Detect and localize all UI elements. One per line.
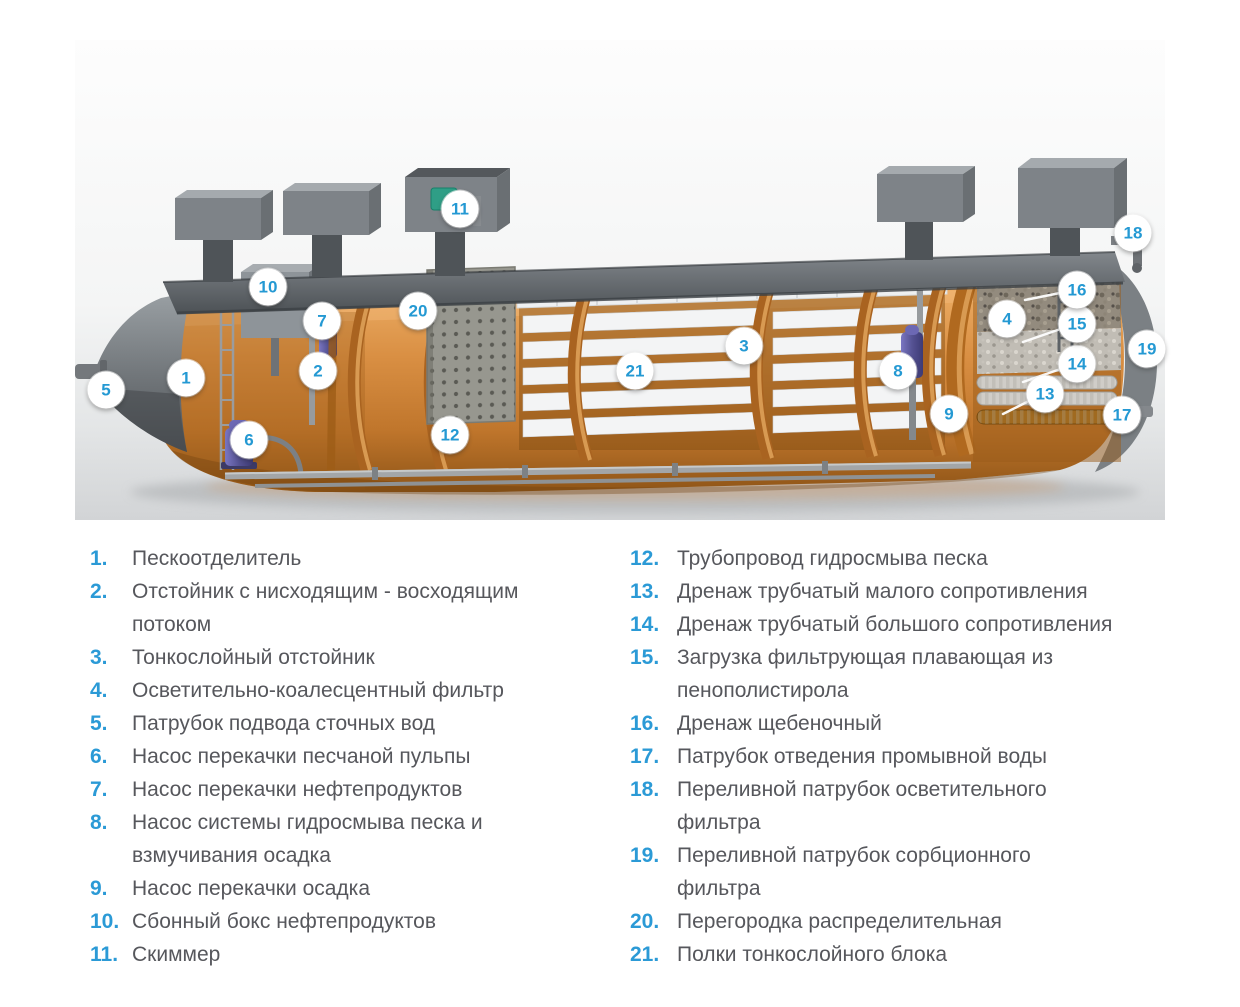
callout-4: 4: [988, 300, 1026, 338]
legend-text: Насос перекачки осадка: [132, 877, 371, 900]
callout-7: 7: [303, 302, 341, 340]
tank-right-endcap: [1095, 256, 1157, 472]
legend-text: Сбонный бокс нефтепродуктов: [132, 910, 437, 933]
legend-number: 12.: [630, 547, 660, 570]
hatch-box: [1018, 158, 1127, 228]
legend-item-2: 2. Отстойник с нисходящим - восходящим п…: [90, 575, 537, 641]
legend-item-19: 19. Переливной патрубок сорбционного фил…: [630, 839, 1117, 905]
legend-item-6: 6. Насос перекачки песчаной пульпы: [90, 740, 537, 773]
legend-item-21: 21. Полки тонкослойного блока: [630, 938, 1117, 971]
legend-text: Дренаж трубчатый малого сопротивления: [677, 580, 1088, 603]
legend-item-3: 3. Тонкослойный отстойник: [90, 641, 537, 674]
callout-16: 16: [1058, 271, 1096, 309]
legend-text: Трубопровод гидросмыва песка: [677, 547, 988, 570]
legend-number: 9.: [90, 877, 108, 900]
legend-number: 17.: [630, 745, 660, 768]
callout-12: 12: [431, 416, 469, 454]
legend-number: 19.: [630, 844, 660, 867]
hatch-box: [877, 166, 975, 222]
legend-item-17: 17. Патрубок отведения промывной воды: [630, 740, 1117, 773]
legend-text: Отстойник с нисходящим - восходящим пото…: [132, 580, 519, 636]
legend-column-left: 1. Пескоотделитель 2. Отстойник с нисход…: [90, 542, 537, 971]
callout-11: 11: [441, 190, 479, 228]
legend-item-14: 14. Дренаж трубчатый большого сопротивле…: [630, 608, 1117, 641]
legend-number: 20.: [630, 910, 660, 933]
callout-5: 5: [87, 371, 125, 409]
callout-13: 13: [1026, 375, 1064, 413]
legend-number: 6.: [90, 745, 108, 768]
legend-number: 7.: [90, 778, 108, 801]
callout-19: 19: [1128, 330, 1166, 368]
callout-1: 1: [167, 359, 205, 397]
legend-text: Переливной патрубок осветительного фильт…: [677, 778, 1047, 834]
legend-number: 3.: [90, 646, 108, 669]
support-rings-mid: [567, 281, 948, 462]
legend-item-20: 20. Перегородка распределительная: [630, 905, 1117, 938]
callout-9: 9: [930, 395, 968, 433]
legend-item-10: 10. Сбонный бокс нефтепродуктов: [90, 905, 537, 938]
legend-number: 2.: [90, 580, 108, 603]
legend-column-right: 12. Трубопровод гидросмыва песка 13. Дре…: [630, 542, 1117, 971]
legend-text: Переливной патрубок сорбционного фильтра: [677, 844, 1031, 900]
legend-text: Патрубок подвода сточных вод: [132, 712, 436, 735]
flush-pipework: [224, 461, 972, 488]
legend-item-12: 12. Трубопровод гидросмыва песка: [630, 542, 1117, 575]
legend-item-16: 16. Дренаж щебеночный: [630, 707, 1117, 740]
legend-item-8: 8. Насос системы гидросмыва песка и взму…: [90, 806, 537, 872]
legend-item-13: 13. Дренаж трубчатый малого сопротивлени…: [630, 575, 1117, 608]
hatch-box: [283, 183, 381, 235]
legend-text: Осветительно-коалесцентный фильтр: [132, 679, 504, 702]
legend-item-1: 1. Пескоотделитель: [90, 542, 537, 575]
callout-2: 2: [299, 352, 337, 390]
legend-number: 11.: [90, 943, 119, 966]
legend-text: Перегородка распределительная: [677, 910, 1002, 933]
legend-text: Насос системы гидросмыва песка и взмучив…: [132, 811, 483, 867]
tubular-drain-low: [976, 409, 1116, 425]
hatch-box: [175, 190, 273, 240]
chamber-wall: [946, 279, 977, 457]
legend-item-5: 5. Патрубок подвода сточных вод: [90, 707, 537, 740]
legend-item-11: 11. Скиммер: [90, 938, 537, 971]
legend-item-9: 9. Насос перекачки осадка: [90, 872, 537, 905]
legend-number: 16.: [630, 712, 660, 735]
legend-text: Скиммер: [132, 943, 221, 966]
hatch-shafts: [203, 220, 1080, 282]
legend-number: 14.: [630, 613, 660, 636]
legend-text: Тонкослойный отстойник: [132, 646, 375, 669]
legend-text: Дренаж трубчатый большого сопротивления: [677, 613, 1113, 636]
legend-number: 15.: [630, 646, 660, 669]
callout-6: 6: [230, 421, 268, 459]
tank-illustration: [75, 40, 1165, 520]
legend-number: 1.: [90, 547, 108, 570]
legend-number: 5.: [90, 712, 108, 735]
callout-10: 10: [249, 268, 287, 306]
callout-21: 21: [616, 352, 654, 390]
callout-18: 18: [1114, 214, 1152, 252]
legend-number: 4.: [90, 679, 108, 702]
legend-number: 8.: [90, 811, 108, 834]
callout-17: 17: [1103, 396, 1141, 434]
legend-item-7: 7. Насос перекачки нефтепродуктов: [90, 773, 537, 806]
legend-item-18: 18. Переливной патрубок осветительного ф…: [630, 773, 1117, 839]
callout-15: 15: [1058, 305, 1096, 343]
legend-item-4: 4. Осветительно-коалесцентный фильтр: [90, 674, 537, 707]
legend-text: Загрузка фильтрующая плавающая из пенопо…: [677, 646, 1053, 702]
diagram-area: 1 2 3 4 5 6 7 8 9 10 11 12 13 14 15 16 1…: [75, 40, 1166, 520]
legend-number: 13.: [630, 580, 660, 603]
legend-text: Патрубок отведения промывной воды: [677, 745, 1048, 768]
legend-number: 10.: [90, 910, 120, 933]
legend-text: Насос перекачки песчаной пульпы: [132, 745, 471, 768]
legend-text: Пескоотделитель: [132, 547, 302, 570]
legend-number: 18.: [630, 778, 660, 801]
legend-text: Дренаж щебеночный: [677, 712, 882, 735]
callout-14: 14: [1058, 345, 1096, 383]
callout-3: 3: [725, 327, 763, 365]
legend-item-15: 15. Загрузка фильтрующая плавающая из пе…: [630, 641, 1117, 707]
legend-text: Полки тонкослойного блока: [677, 943, 948, 966]
callout-8: 8: [879, 352, 917, 390]
tank-left-cone: [93, 292, 191, 452]
legend-text: Насос перекачки нефтепродуктов: [132, 778, 463, 801]
callout-20: 20: [399, 292, 437, 330]
legend-number: 21.: [630, 943, 660, 966]
